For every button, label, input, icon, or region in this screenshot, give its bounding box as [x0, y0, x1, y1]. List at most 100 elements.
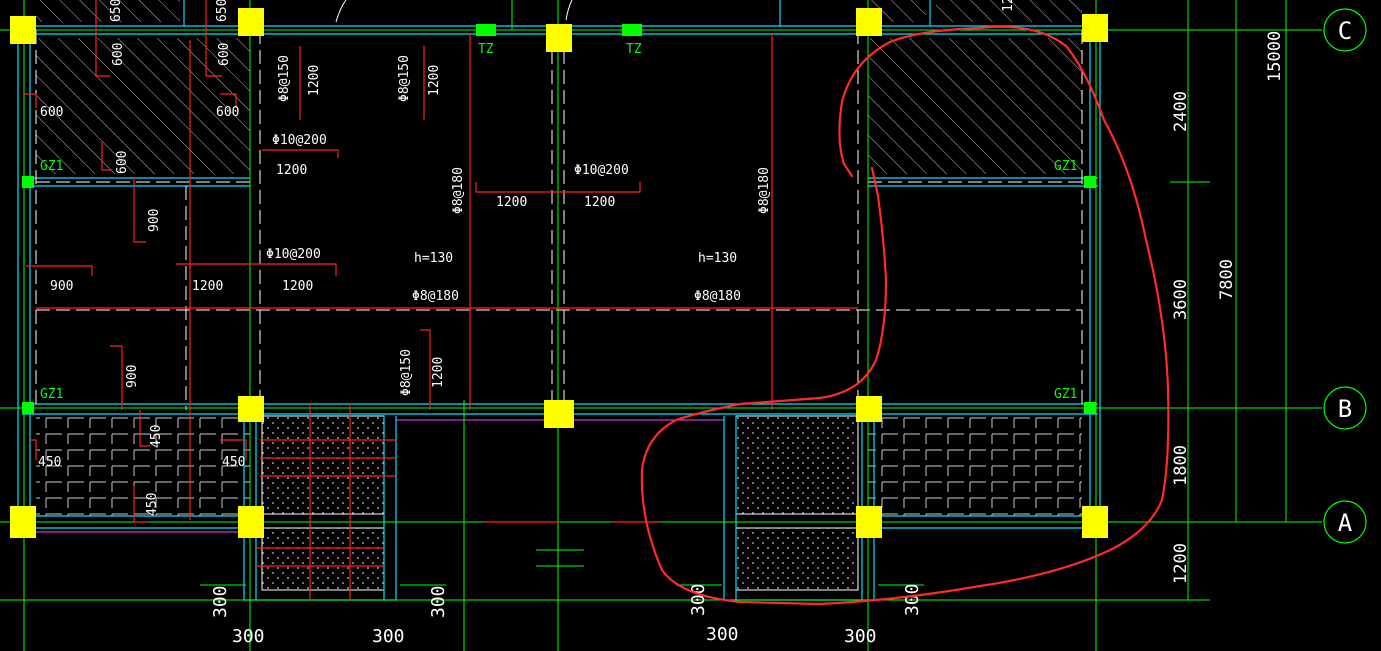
axis-label-c: C: [1338, 17, 1352, 45]
column-tags: TZ TZ GZ1 GZ1 GZ1 GZ1: [40, 42, 1077, 402]
label-rebar-150: Φ8@150: [399, 349, 414, 396]
dim-1800: 1800: [1171, 445, 1191, 486]
column: [546, 24, 572, 52]
hatch-slab-top-strip-r: [868, 0, 926, 22]
label-rebar-180-v: Φ8@180: [757, 167, 772, 214]
label-600: 600: [115, 151, 130, 174]
markup-freehand-outline: [640, 25, 1170, 606]
label-1200: 1200: [496, 195, 527, 210]
label-1200: 1200: [282, 279, 313, 294]
dim-7800: 7800: [1217, 259, 1237, 300]
axis-label-a: A: [1338, 509, 1353, 537]
dim-300-v: 300: [688, 583, 709, 616]
dot-slab-stair-4: [735, 527, 859, 591]
column: [1082, 14, 1108, 42]
dim-300: 300: [706, 624, 739, 645]
label-1200: 1200: [584, 195, 615, 210]
tag-gz1: GZ1: [40, 159, 63, 174]
dim-300: 300: [372, 626, 405, 647]
tile-slab-bottomright: [868, 416, 1082, 516]
column: [544, 400, 574, 428]
axis-label-b: B: [1338, 395, 1352, 423]
dim-3600: 3600: [1171, 279, 1191, 320]
label-1200: 1200: [276, 163, 307, 178]
dot-slab-stair-1: [261, 415, 385, 515]
label-12: 12: [1001, 0, 1016, 12]
dim-300-v: 300: [902, 583, 923, 616]
label-600: 600: [217, 43, 232, 66]
axis-bubble-c: [1323, 8, 1367, 52]
gz1-column: [22, 176, 34, 188]
dot-slab-stair-3: [735, 415, 859, 515]
hatch-slab-top-strip-l: [36, 0, 180, 22]
label-600: 600: [216, 105, 239, 120]
bottom-dimensions: 300 300 300 300 300 300 300 300: [210, 583, 923, 647]
gz1-column: [1084, 176, 1096, 188]
constructional-columns: [22, 24, 1096, 414]
label-h130: h=130: [698, 251, 737, 266]
label-1200: 1200: [427, 65, 442, 96]
label-650: 650: [109, 0, 124, 22]
dim-300: 300: [232, 626, 265, 647]
tag-gz1: GZ1: [1054, 387, 1077, 402]
rebar-lines: [24, 0, 858, 600]
label-rebar-200: Φ10@200: [266, 247, 321, 262]
label-rebar-150: Φ8@150: [277, 55, 292, 102]
axis-bubble-b: [1323, 386, 1367, 430]
tz-column: [476, 24, 496, 36]
column: [856, 8, 882, 36]
label-rebar-180: Φ8@180: [412, 289, 459, 304]
column: [10, 506, 36, 538]
door-arcs: [335, 0, 573, 23]
column: [1082, 506, 1108, 538]
tag-tz: TZ: [478, 42, 494, 57]
label-1200: 1200: [431, 357, 446, 388]
dim-300: 300: [844, 626, 877, 647]
dim-1200-right: 1200: [1171, 543, 1191, 584]
axis-bubble-a: [1323, 500, 1367, 544]
hatch-slab-top-strip-r2: [936, 0, 1082, 22]
label-900: 900: [147, 209, 162, 232]
dot-slab-stair-2: [261, 527, 385, 591]
label-900: 900: [125, 365, 140, 388]
dim-15000: 15000: [1265, 31, 1285, 82]
hatch-slab-topleft: [36, 38, 250, 174]
tag-gz1: GZ1: [1054, 159, 1077, 174]
label-rebar-150: Φ8@150: [397, 55, 412, 102]
label-1200: 1200: [307, 65, 322, 96]
tag-tz: TZ: [626, 42, 642, 57]
gz1-column: [1084, 402, 1096, 414]
hatch-slab-topright: [868, 38, 1082, 174]
column: [856, 506, 882, 538]
tag-gz1: GZ1: [40, 387, 63, 402]
label-rebar-180-v: Φ8@180: [451, 167, 466, 214]
tile-slab-bottomleft: [36, 416, 250, 516]
dim-2400: 2400: [1171, 91, 1191, 132]
label-h130: h=130: [414, 251, 453, 266]
columns: [10, 8, 1108, 538]
label-1200: 1200: [192, 279, 223, 294]
hatched-slab-areas: [36, 0, 1082, 591]
label-600: 600: [111, 43, 126, 66]
column: [10, 16, 36, 44]
gz1-column: [22, 402, 34, 414]
label-900: 900: [50, 279, 73, 294]
label-650: 650: [215, 0, 230, 22]
right-dimensions: 15000 7800 2400 3600 1800 1200: [1171, 31, 1285, 584]
dim-300-v: 300: [210, 585, 231, 618]
axis-bubbles: C B A: [1323, 8, 1367, 544]
tz-column: [622, 24, 642, 36]
label-rebar-200: Φ10@200: [574, 163, 629, 178]
column: [238, 8, 264, 36]
label-rebar-180: Φ8@180: [694, 289, 741, 304]
column: [238, 506, 264, 538]
slab-annotations: 650 650 600 600 600 600 600 12 Φ8@150 12…: [38, 0, 1016, 516]
label-450: 450: [145, 493, 160, 516]
dim-300-v: 300: [428, 585, 449, 618]
label-450: 450: [222, 455, 245, 470]
label-rebar-200: Φ10@200: [272, 133, 327, 148]
label-450: 450: [149, 425, 164, 448]
column: [856, 396, 882, 422]
column: [238, 396, 264, 422]
